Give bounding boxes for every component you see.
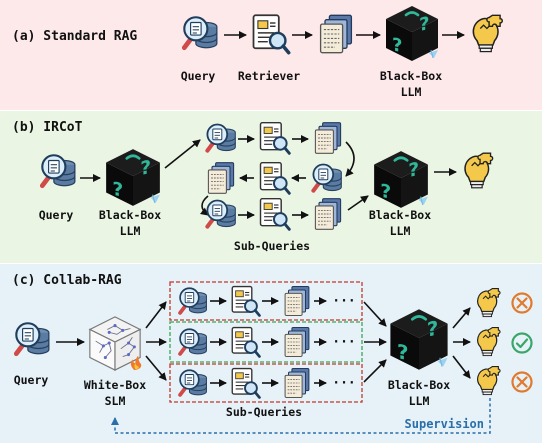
label-llm-c-2: LLM [409,394,430,408]
label-llm-a-2: LLM [401,85,422,99]
label-query-a: Query [181,69,216,83]
subquery-box-correct [169,321,363,363]
documents-icon [314,122,342,154]
subquery-box-wrong [169,281,363,321]
label-llm-b1-1: Black-Box [99,208,161,222]
label-llm-a-1: Black-Box [380,69,442,83]
wrong-icon [511,371,533,393]
documents-icon [284,327,310,357]
panel-b-title: (b) IRCoT [12,120,83,135]
panel-c-title: (c) Collab-RAG [12,273,122,288]
label-subqueries-c: Sub-Queries [226,405,302,419]
label-retriever: Retriever [238,69,300,83]
documents-icon [284,368,310,398]
correct-icon [511,332,533,354]
documents-icon [319,14,353,54]
ellipsis: ··· [332,376,355,391]
ellipsis: ··· [332,294,355,309]
supervision-arrow [111,398,491,434]
documents-icon [284,286,310,316]
panel-a-title: (a) Standard RAG [12,29,137,44]
label-slm-1: White-Box [84,378,146,392]
label-llm-c-1: Black-Box [388,378,450,392]
label-query-b: Query [39,208,74,222]
label-supervision: Supervision [405,417,484,431]
ellipsis: ··· [332,335,355,350]
wrong-icon [511,292,533,314]
label-llm-b2-2: LLM [390,224,411,238]
label-llm-b1-2: LLM [120,224,141,238]
label-query-c: Query [14,373,49,387]
documents-icon [207,162,235,194]
subquery-box-wrong [169,363,363,403]
label-slm-2: SLM [105,394,126,408]
label-llm-b2-1: Black-Box [369,208,431,222]
label-subqueries-b: Sub-Queries [234,239,310,253]
documents-icon [314,198,342,230]
